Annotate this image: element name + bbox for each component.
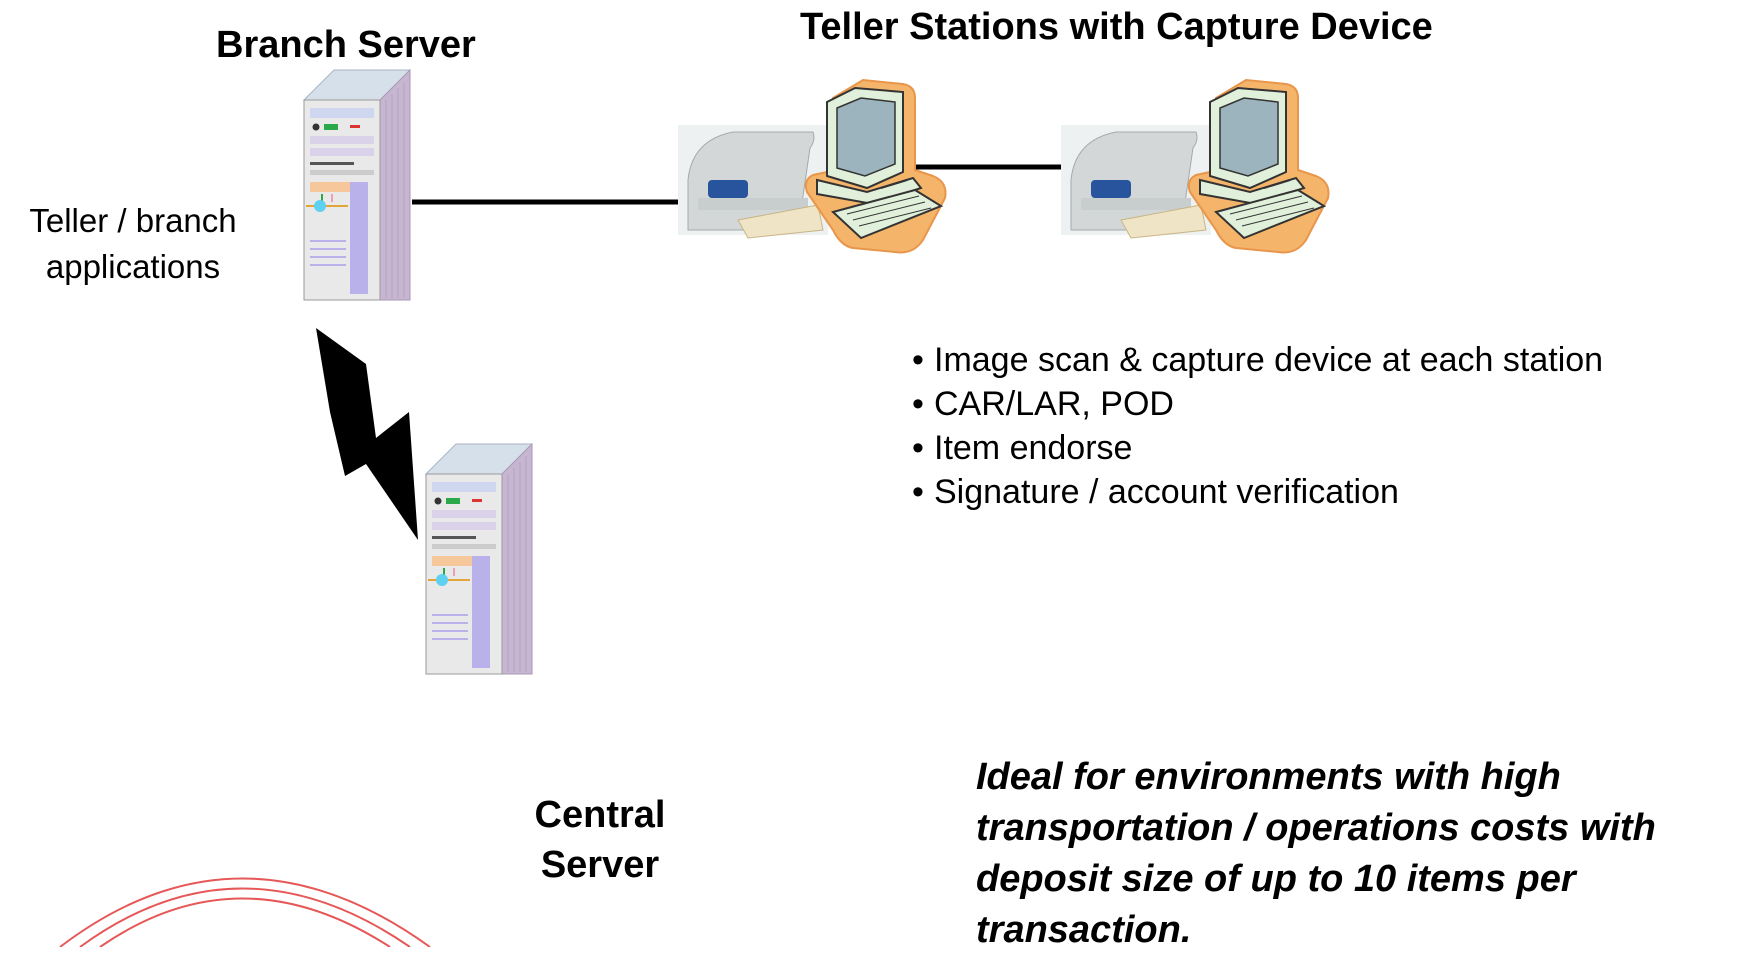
lightning-link-icon <box>316 328 418 540</box>
list-item: •Item endorse <box>912 429 1133 467</box>
teller-station-icon-1 <box>677 79 947 254</box>
deployment-note: Ideal for environments with high transpo… <box>976 756 1656 951</box>
list-item: •Image scan & capture device at each sta… <box>912 341 1604 379</box>
list-item: •Signature / account verification <box>912 473 1399 511</box>
teller-station-icon-2 <box>1060 79 1330 254</box>
feature-list: •Image scan & capture device at each sta… <box>912 338 1603 514</box>
central-server-title-line-2: Server <box>540 844 660 886</box>
branch-server-label-line-1: Teller / branch <box>29 202 237 239</box>
central-server-icon <box>425 443 533 675</box>
branch-server-label: Teller / branch applications <box>0 198 266 290</box>
list-item: •CAR/LAR, POD <box>912 385 1174 423</box>
teller-stations-title: Teller Stations with Capture Device <box>800 6 1433 48</box>
branch-server-icon <box>303 69 411 301</box>
central-server-title: Central Server <box>500 790 700 890</box>
branch-server-title: Branch Server <box>216 24 476 66</box>
watermark-logo <box>59 877 431 947</box>
central-server-title-line-1: Central <box>534 794 666 836</box>
branch-server-label-line-2: applications <box>45 248 221 285</box>
